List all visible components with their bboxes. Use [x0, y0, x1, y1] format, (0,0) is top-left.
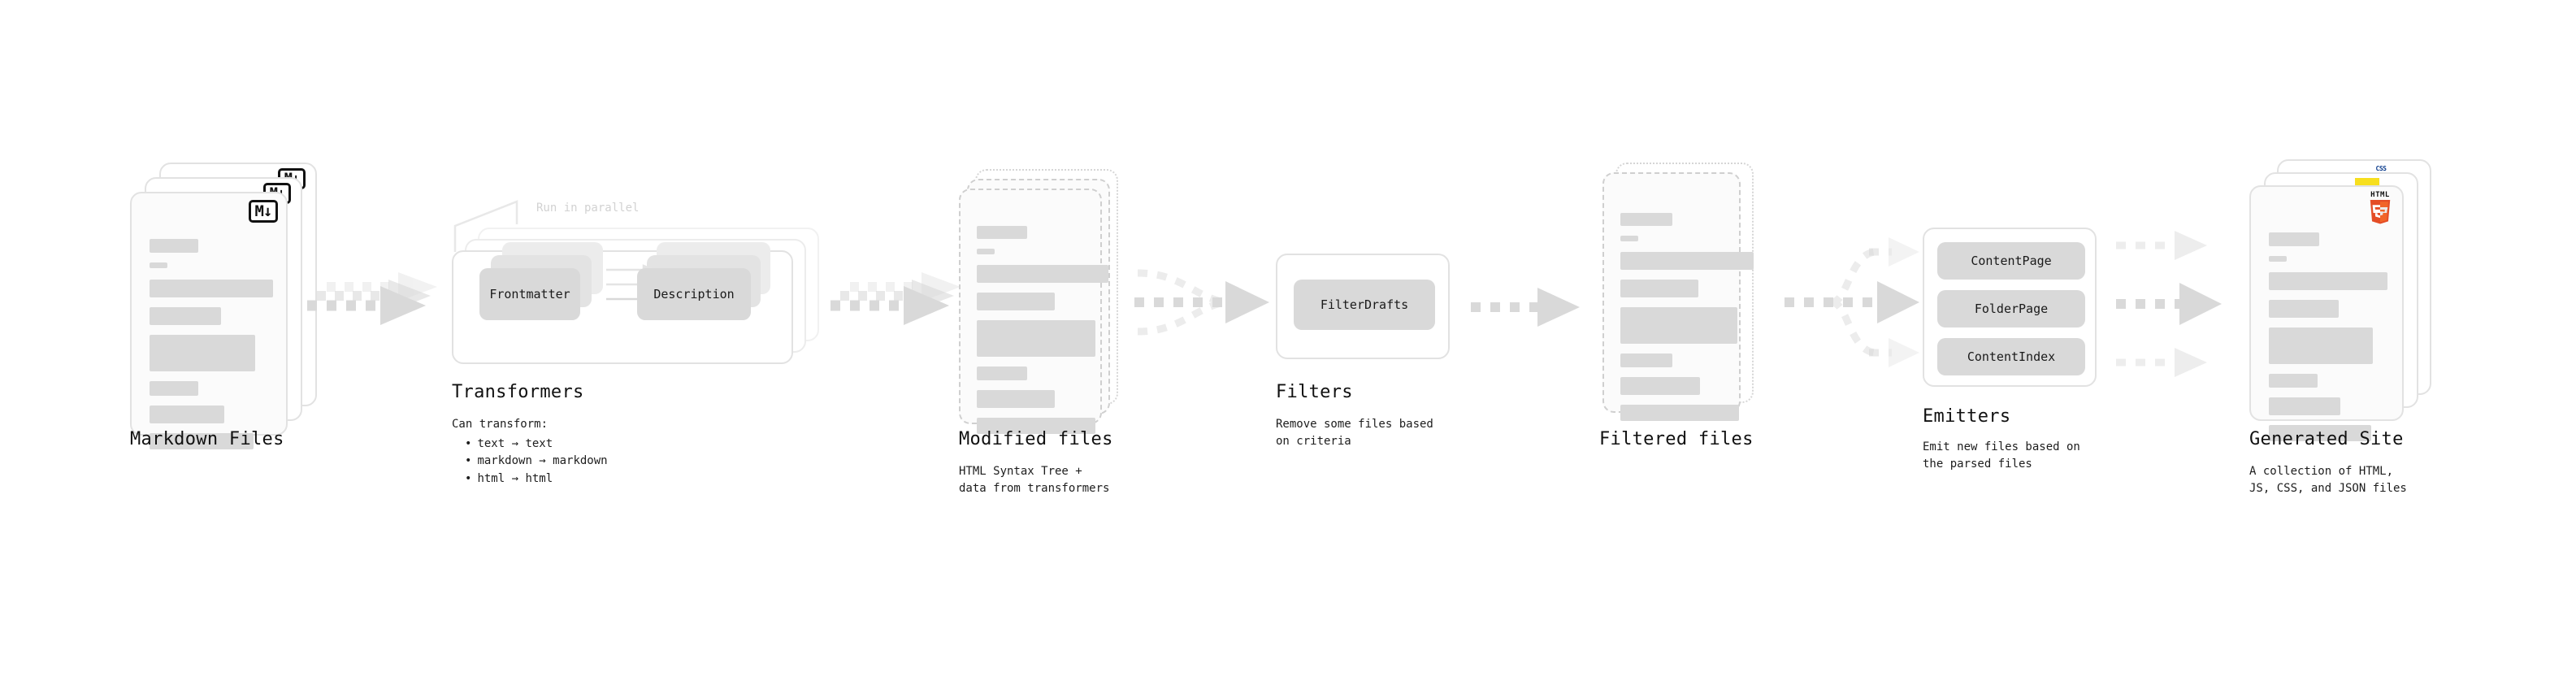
filtered-file-card-front [1602, 172, 1754, 421]
modified-files-card-stack [959, 169, 1146, 445]
transform-rule: text → text [465, 436, 608, 453]
generated-site-caption: A collection of HTML, JS, CSS, and JSON … [2249, 465, 2407, 495]
content-bar [2269, 425, 2371, 441]
markdown-file-card-front: M↓ [130, 192, 288, 449]
generated-site-title: Generated Site [2249, 429, 2404, 449]
emitter-pill-contentindex[interactable]: ContentIndex [1937, 338, 2085, 375]
site-file-card-html: HTML [2249, 185, 2404, 441]
content-bar [150, 239, 198, 253]
filtered-file-content [1620, 213, 1754, 431]
emitter-pill-folderpage[interactable]: FolderPage [1937, 290, 2085, 327]
content-bar [2269, 300, 2339, 318]
modified-files-caption: HTML Syntax Tree + data from transformer… [959, 465, 1110, 495]
content-bar [1620, 307, 1737, 344]
modified-file-content [977, 226, 1108, 444]
content-bar [150, 335, 255, 371]
emitters-group: ContentPage FolderPage ContentIndex [1923, 228, 2097, 387]
content-bar [2269, 232, 2319, 246]
content-bar [150, 280, 273, 297]
content-bar [977, 418, 1095, 434]
markdown-badge-front: M↓ [249, 200, 278, 223]
content-bar [1620, 236, 1638, 241]
transformer-pill-frontmatter[interactable]: Frontmatter [479, 268, 580, 320]
transform-rule: markdown → markdown [465, 453, 607, 471]
filtered-files-title: Filtered files [1599, 429, 1754, 449]
emitter-pill-contentpage[interactable]: ContentPage [1937, 242, 2085, 280]
filters-title: Filters [1276, 382, 1353, 402]
content-bar [977, 390, 1055, 408]
content-bar [1620, 405, 1739, 421]
transform-rule: html → html [465, 471, 608, 488]
content-bar [2269, 272, 2387, 290]
modified-files-title: Modified files [959, 429, 1113, 449]
generated-site-card-stack: CSS HTML [2249, 159, 2444, 444]
html5-badge: HTML [2366, 192, 2394, 226]
arrow-emitters-to-site [2116, 231, 2254, 377]
content-bar [977, 367, 1027, 380]
content-bar [150, 381, 198, 396]
filtered-files-card-stack [1602, 163, 1789, 439]
emitters-title: Emitters [1923, 406, 2011, 427]
content-bar [1620, 377, 1700, 395]
transformers-capabilities-head: Can transform: [452, 418, 549, 431]
arrow-modified-to-filters [1134, 260, 1289, 358]
content-bar [977, 249, 995, 254]
content-bar [977, 293, 1055, 310]
content-bar [2269, 397, 2340, 415]
filter-pill-filterdrafts[interactable]: FilterDrafts [1294, 280, 1435, 330]
content-bar [150, 406, 224, 423]
modified-file-card-front [959, 189, 1108, 434]
content-bar [1620, 280, 1698, 297]
emitters-caption: Emit new files based on the parsed files [1923, 440, 2080, 471]
filters-group: FilterDrafts [1276, 254, 1450, 359]
arrow-filtered-to-emitters [1785, 236, 1939, 374]
markdown-files-title: Markdown Files [130, 429, 284, 449]
content-bar [977, 265, 1108, 283]
arrow-markdown-to-transformers [307, 268, 462, 341]
content-bar [977, 320, 1095, 357]
markdown-files-card-stack: M↓ M↓ M↓ [130, 163, 317, 449]
arrow-filters-to-filtered [1471, 286, 1601, 335]
filters-caption: Remove some files based on criteria [1276, 418, 1433, 448]
content-bar [2269, 327, 2373, 364]
transformers-title: Transformers [452, 382, 584, 402]
content-bar [2269, 256, 2287, 262]
run-in-parallel-callout [453, 197, 543, 254]
transformers-capabilities: Can transform: text → text markdown → ma… [452, 416, 608, 488]
html5-wordmark: HTML [2370, 191, 2390, 199]
content-bar [150, 262, 167, 268]
content-bar [977, 226, 1027, 239]
content-bar [1620, 354, 1672, 367]
site-file-content [2269, 232, 2387, 451]
content-bar [2269, 374, 2318, 388]
arrow-transformers-to-modified [830, 268, 985, 341]
transformers-group: Frontmatter Description [452, 228, 826, 364]
markdown-file-content [150, 239, 273, 459]
content-bar [150, 433, 254, 449]
run-in-parallel-label: Run in parallel [536, 202, 640, 215]
content-bar [1620, 213, 1672, 226]
content-bar [1620, 252, 1754, 270]
transformer-pill-description[interactable]: Description [637, 268, 751, 320]
content-bar [150, 307, 221, 325]
